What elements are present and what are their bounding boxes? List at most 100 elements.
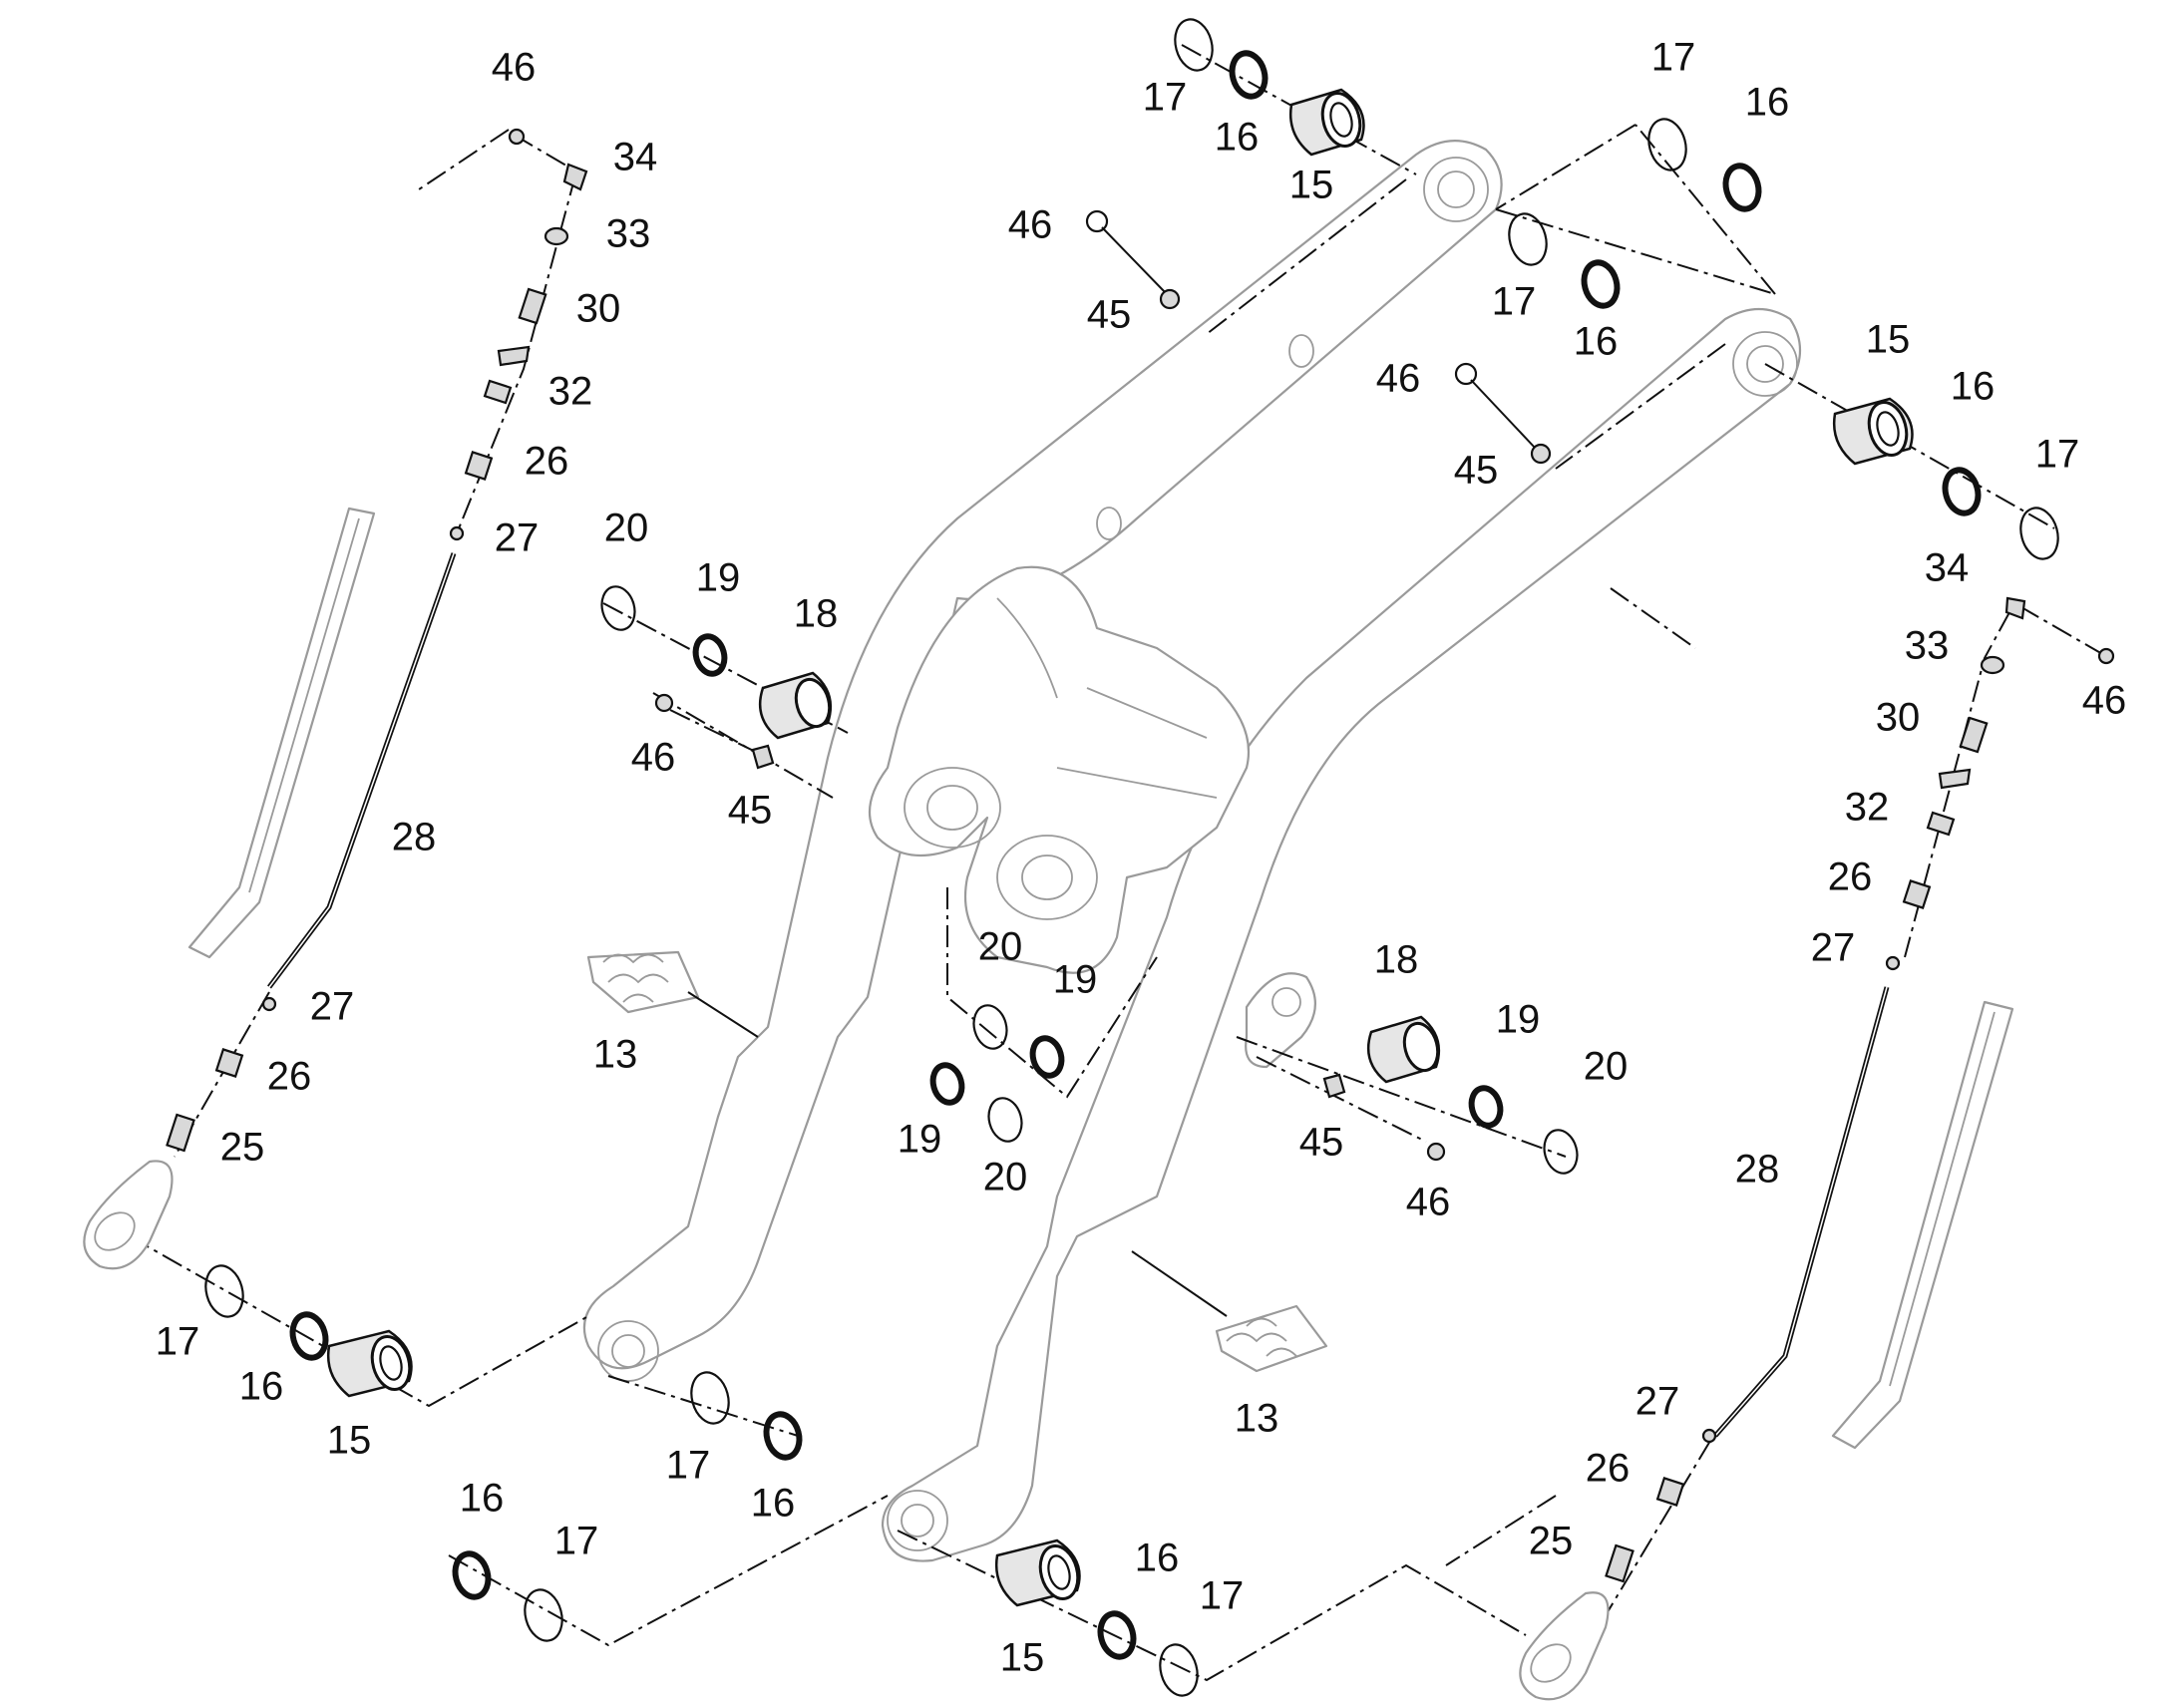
- label-32: 32: [548, 370, 593, 414]
- label-46: 46: [1376, 357, 1421, 401]
- right-ferrule-top: [1902, 879, 1932, 909]
- left-ferrule-top: [464, 451, 494, 481]
- label-28: 28: [392, 816, 437, 859]
- right-hose-clip: [1938, 768, 1972, 790]
- bushing-top-right: [1832, 397, 1914, 466]
- right-elbow-fitting: [1926, 811, 1956, 837]
- right-boom-arm: [881, 308, 1801, 1562]
- label-16: 16: [1951, 365, 1996, 409]
- label-46: 46: [2082, 679, 2127, 723]
- label-46: 46: [1406, 1181, 1451, 1224]
- label-19: 19: [696, 556, 741, 600]
- label-32: 32: [1845, 786, 1890, 830]
- right-adapter-fitting: [1959, 716, 1989, 754]
- left-nut-bottom: [261, 996, 277, 1012]
- label-27: 27: [310, 985, 355, 1029]
- label-16: 16: [1215, 116, 1260, 160]
- right-bushing-bracket: [1245, 972, 1316, 1069]
- left-top-pivot: [1423, 157, 1489, 222]
- label-46: 46: [631, 736, 676, 780]
- label-15: 15: [1866, 318, 1911, 362]
- grease-fittings: [654, 209, 1552, 1162]
- label-17: 17: [1200, 1574, 1245, 1618]
- label-45: 45: [1299, 1121, 1344, 1165]
- label-17: 17: [156, 1320, 200, 1364]
- bushing-linkage-left: [758, 671, 833, 740]
- label-20: 20: [983, 1156, 1028, 1199]
- label-20: 20: [1584, 1045, 1629, 1089]
- label-25: 25: [220, 1126, 265, 1170]
- left-washer: [544, 226, 569, 246]
- right-ferrule-bottom: [1655, 1477, 1685, 1507]
- label-16: 16: [460, 1477, 505, 1521]
- right-top-pivot: [1732, 331, 1798, 397]
- label-33: 33: [1905, 624, 1950, 668]
- label-17: 17: [1143, 76, 1188, 120]
- label-17: 17: [1651, 36, 1696, 80]
- label-18: 18: [1374, 938, 1419, 982]
- label-34: 34: [613, 136, 658, 179]
- label-45: 45: [1087, 293, 1132, 337]
- label-26: 26: [525, 440, 569, 484]
- label-16: 16: [1135, 1537, 1180, 1580]
- label-30: 30: [1876, 696, 1921, 740]
- label-15: 15: [1289, 164, 1334, 207]
- left-elbow-fitting: [483, 379, 513, 405]
- label-46: 46: [492, 46, 537, 90]
- left-hose-guard: [187, 507, 376, 959]
- boom-assembly: [582, 140, 1801, 1562]
- label-16: 16: [751, 1482, 796, 1526]
- label-13: 13: [1235, 1397, 1279, 1441]
- left-grease-nipple: [562, 163, 588, 191]
- left-ferrule-bottom: [214, 1048, 244, 1078]
- right-hose-guard: [1831, 1000, 2014, 1450]
- label-16: 16: [239, 1365, 284, 1409]
- label-34: 34: [1925, 546, 1970, 590]
- seals: [204, 18, 2059, 1697]
- left-boom-arm: [582, 140, 1503, 1370]
- right-straight-fitting: [1605, 1543, 1635, 1583]
- right-step: [1131, 1250, 1328, 1373]
- right-washer: [1980, 655, 2005, 675]
- left-straight-fitting: [166, 1113, 195, 1153]
- right-grease-tube: [1713, 986, 1890, 1438]
- label-26: 26: [267, 1055, 312, 1099]
- label-15: 15: [327, 1419, 372, 1463]
- label-17: 17: [666, 1444, 711, 1488]
- right-lower-pivot: [887, 1490, 948, 1551]
- label-17: 17: [1492, 280, 1537, 324]
- label-45: 45: [1454, 449, 1499, 493]
- bushing-bottom-left: [326, 1329, 413, 1398]
- left-nut-top: [449, 525, 465, 541]
- label-26: 26: [1828, 855, 1873, 899]
- label-19: 19: [1496, 998, 1541, 1042]
- label-19: 19: [1053, 958, 1098, 1002]
- label-16: 16: [1574, 320, 1619, 364]
- label-17: 17: [2035, 433, 2080, 477]
- left-adapter-fitting: [518, 287, 547, 325]
- label-27: 27: [495, 516, 540, 560]
- right-nut-top: [1885, 955, 1901, 971]
- label-13: 13: [593, 1033, 638, 1077]
- label-18: 18: [794, 592, 839, 636]
- left-lower-pivot: [597, 1320, 659, 1382]
- label-46: 46: [1008, 203, 1053, 247]
- right-grease-nipple: [2004, 596, 2026, 620]
- label-33: 33: [606, 212, 651, 256]
- cross-tube-linkage: [868, 565, 1251, 974]
- label-17: 17: [554, 1520, 599, 1563]
- left-grease-line: [83, 128, 588, 1270]
- label-30: 30: [576, 287, 621, 331]
- label-28: 28: [1735, 1148, 1780, 1192]
- label-16: 16: [1745, 81, 1790, 125]
- label-26: 26: [1586, 1447, 1631, 1491]
- right-grease-line: [1519, 596, 2115, 1701]
- label-25: 25: [1529, 1520, 1574, 1563]
- left-step: [586, 950, 759, 1038]
- right-grease-cap: [2097, 647, 2115, 665]
- label-19: 19: [898, 1118, 942, 1162]
- label-45: 45: [728, 789, 773, 833]
- linkage-bore-right: [996, 835, 1098, 920]
- callout-labels: 17 16 15 17 16 46 45 17 16 46 45 15 16 1…: [156, 36, 2127, 1680]
- bushing-top-left: [1288, 88, 1365, 157]
